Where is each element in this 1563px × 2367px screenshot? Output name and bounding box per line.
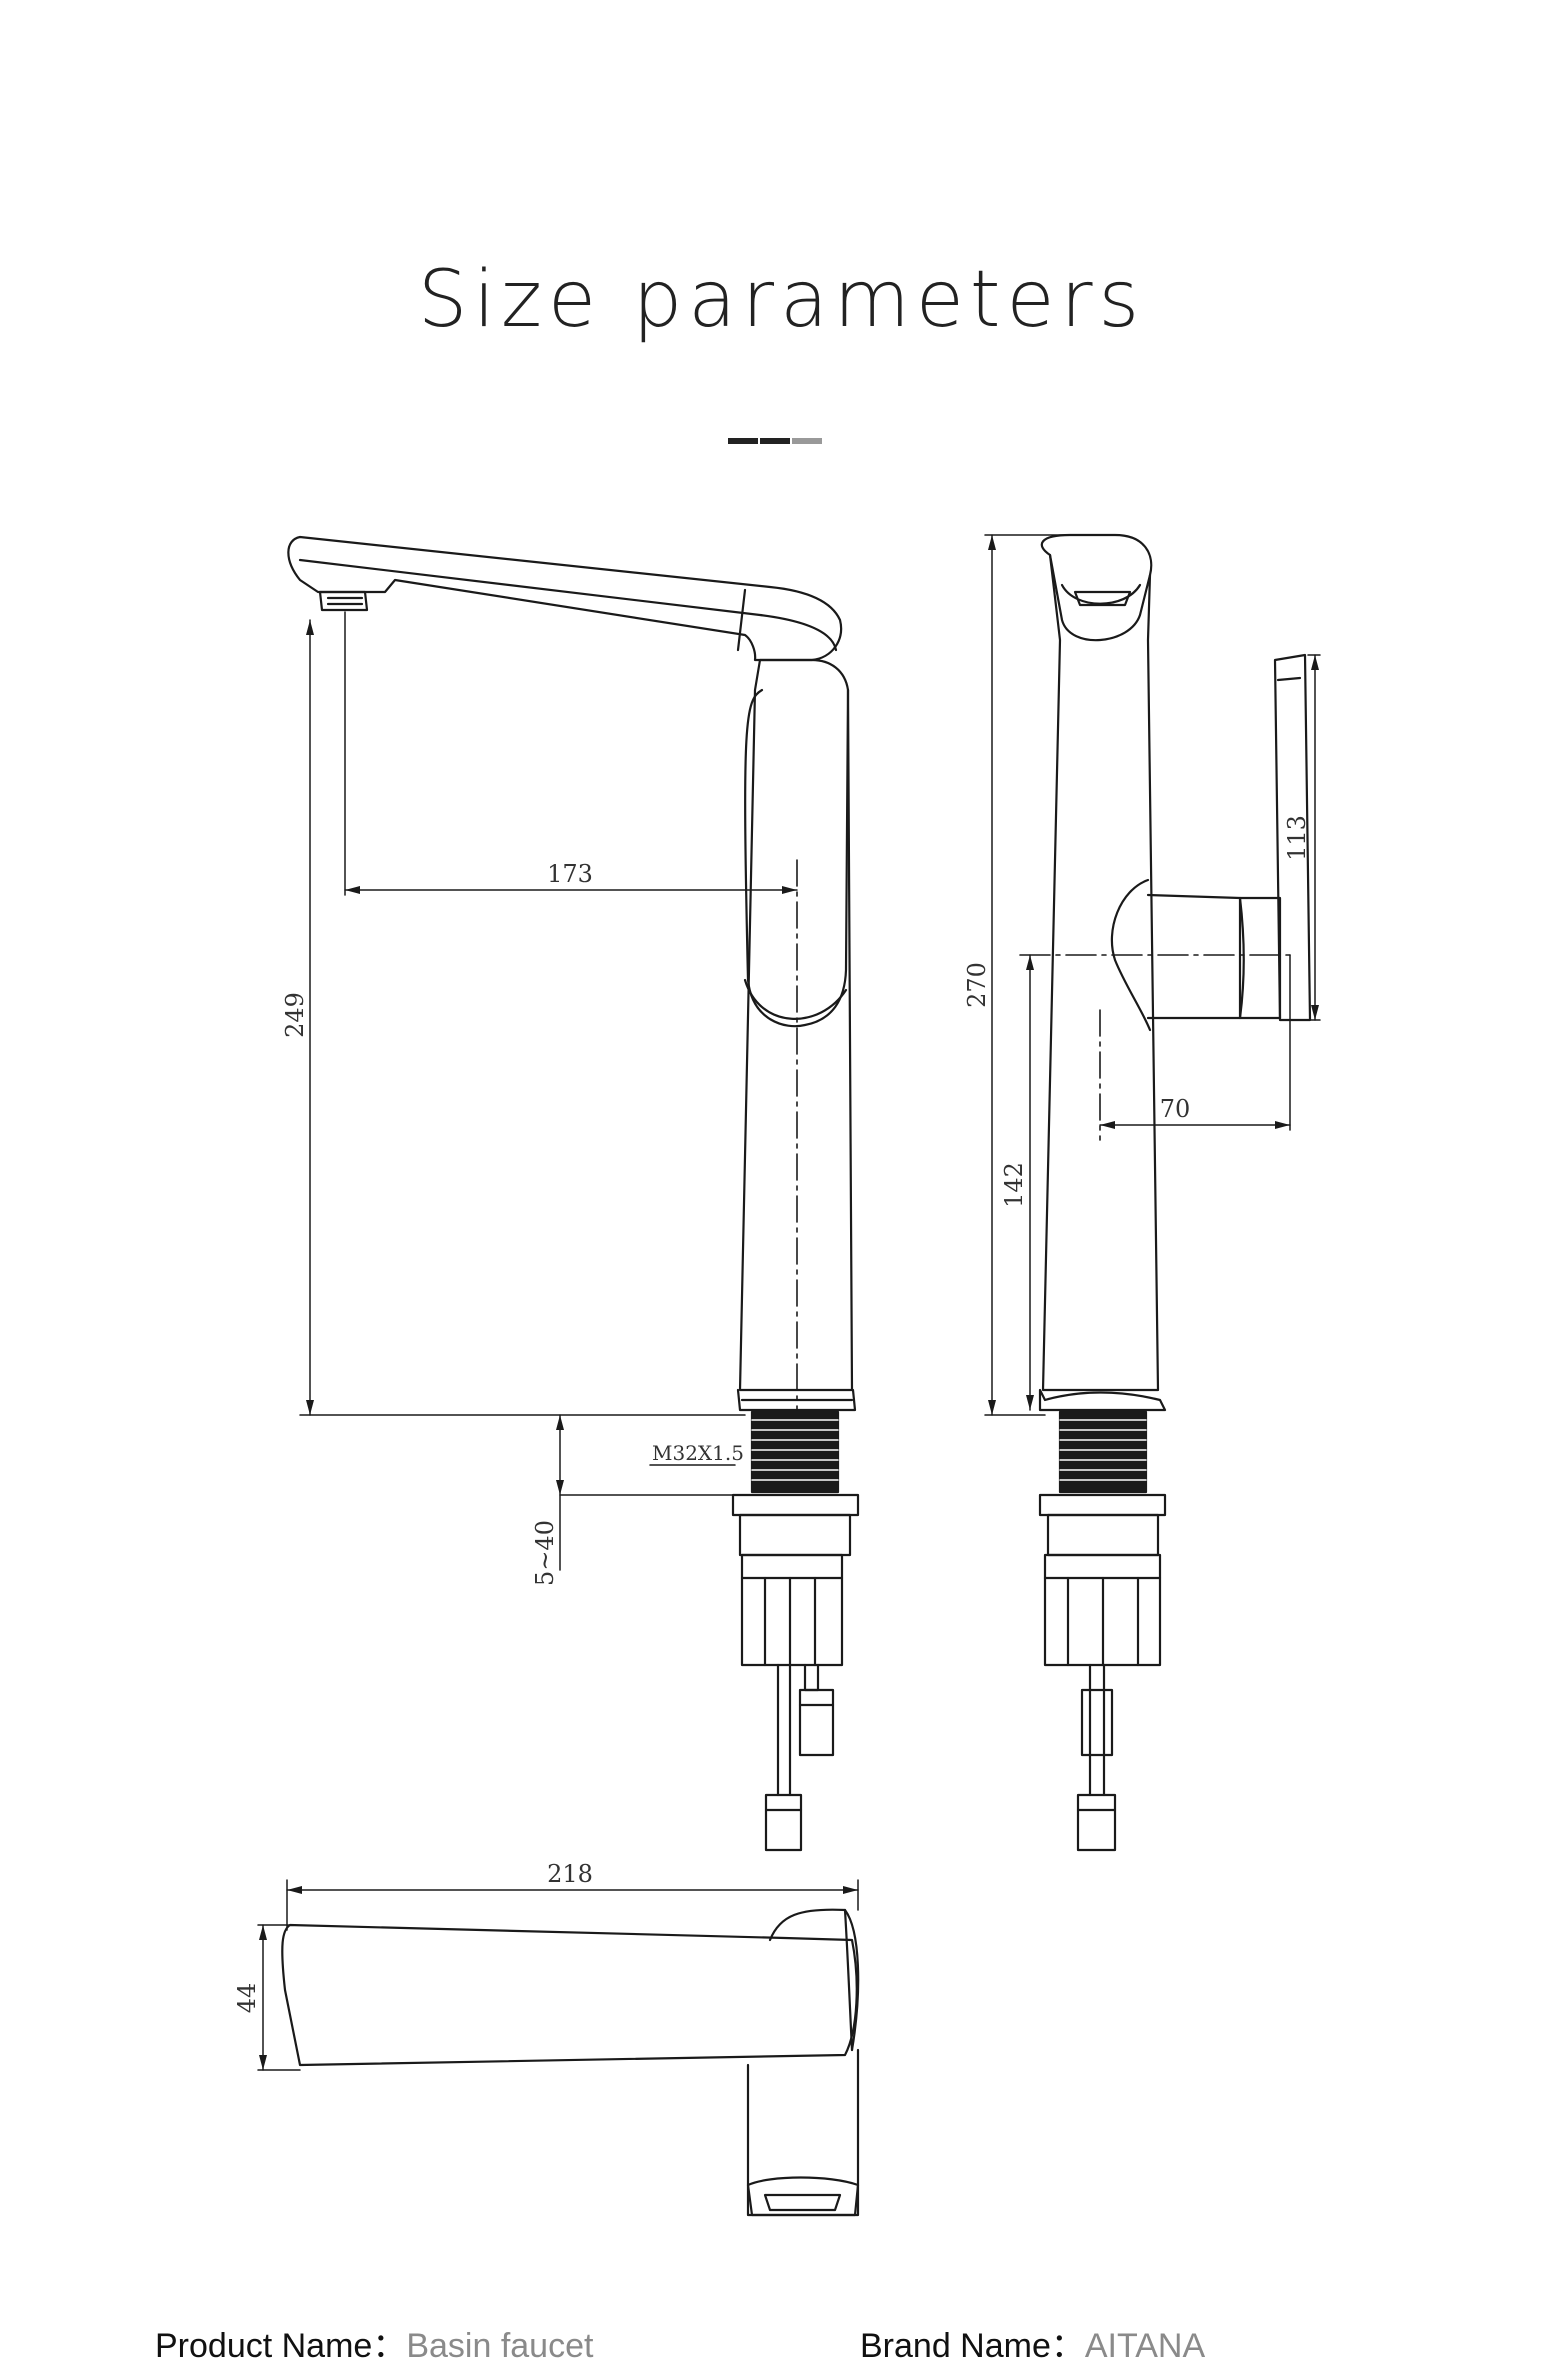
product-name-value: Basin faucet bbox=[406, 2327, 594, 2365]
dim-handle-axis-height: 142 bbox=[1000, 1162, 1028, 1208]
dim-spout-height: 249 bbox=[281, 992, 309, 1038]
title-divider bbox=[728, 438, 822, 444]
dim-thread: M32X1.5 bbox=[652, 1441, 744, 1465]
dim-deck-thickness: 5~40 bbox=[531, 1520, 559, 1586]
brand-name: Brand Name：AITANA bbox=[860, 2318, 1205, 2367]
dim-top-length: 218 bbox=[547, 1860, 593, 1888]
dim-top-width: 44 bbox=[233, 1983, 261, 2014]
side-view bbox=[1019, 533, 1312, 1852]
product-name-label: Product Name： bbox=[155, 2327, 407, 2365]
divider-segment bbox=[728, 438, 758, 444]
divider-segment bbox=[792, 438, 822, 444]
faucet-technical-drawing: 173 249 M32X1.5 5~40 270 142 113 70 218 … bbox=[233, 533, 1321, 2217]
brand-name-label: Brand Name： bbox=[860, 2327, 1085, 2365]
dim-handle-offset: 70 bbox=[1160, 1095, 1191, 1123]
top-view bbox=[281, 1908, 860, 2217]
dimension-arrows bbox=[259, 535, 1319, 2070]
divider-segment bbox=[760, 438, 790, 444]
product-name: Product Name：Basin faucet bbox=[155, 2318, 593, 2367]
dim-handle-height: 113 bbox=[1283, 815, 1311, 861]
product-info: Product Name：Basin faucet Brand Name：AIT… bbox=[0, 2318, 1563, 2365]
brand-name-value: AITANA bbox=[1084, 2327, 1206, 2365]
page-title: Size parameters bbox=[417, 255, 1146, 345]
dim-spout-reach: 173 bbox=[547, 860, 593, 888]
dimension-lines bbox=[257, 534, 1321, 2071]
dim-total-height: 270 bbox=[963, 962, 991, 1008]
front-view bbox=[287, 535, 860, 1852]
